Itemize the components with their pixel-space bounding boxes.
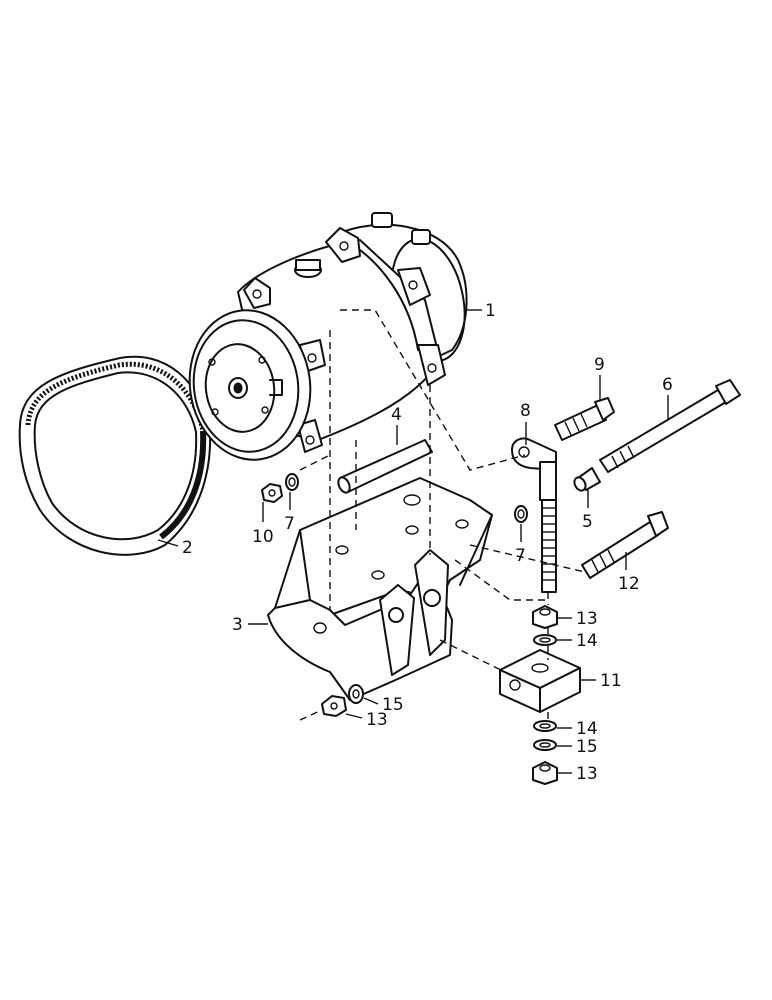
nut-13c [532,761,558,785]
callout-14b: 14 [576,719,598,739]
callout-13b: 13 [366,710,388,730]
drive-belt [18,355,212,556]
washer-15a [348,684,364,704]
trunnion-block [499,649,581,713]
washer-7b [514,505,528,523]
callout-4: 4 [391,405,402,425]
callout-13a: 13 [576,609,598,629]
bolt-9 [554,397,615,441]
callout-10: 10 [252,527,274,547]
washer-15b [533,739,557,751]
nut-13a [532,605,558,629]
callout-12: 12 [618,574,640,594]
washer-7a [285,473,299,491]
compressor [188,212,468,461]
callout-labels: 1 2 3 4 5 6 7 7 8 9 10 11 12 13 13 13 14… [182,301,673,784]
callout-7b: 7 [515,546,526,566]
callout-14a: 14 [576,631,598,651]
callout-1: 1 [485,301,496,321]
callout-6: 6 [662,375,673,395]
callout-13c: 13 [576,764,598,784]
callout-8: 8 [520,401,531,421]
washer-14b [533,720,557,732]
spacer-sleeve [573,467,601,492]
nut-10 [261,483,283,503]
callout-15b: 15 [576,737,598,757]
washer-14a [533,634,557,646]
callout-3: 3 [232,615,243,635]
threaded-section [542,507,556,581]
callout-15a: 15 [382,695,404,715]
mounting-bracket [267,477,493,701]
long-bolt-6 [599,379,741,473]
callout-11: 11 [600,671,622,691]
callout-7a: 7 [284,514,295,534]
nut-13b [321,695,347,717]
adjusting-link [511,437,557,593]
leader-lines [157,309,669,774]
callout-5: 5 [582,512,593,532]
callout-9: 9 [594,355,605,375]
callout-2: 2 [182,538,193,558]
bolt-12 [581,511,669,579]
assembly-lines [299,309,586,721]
pivot-pin [337,439,433,494]
